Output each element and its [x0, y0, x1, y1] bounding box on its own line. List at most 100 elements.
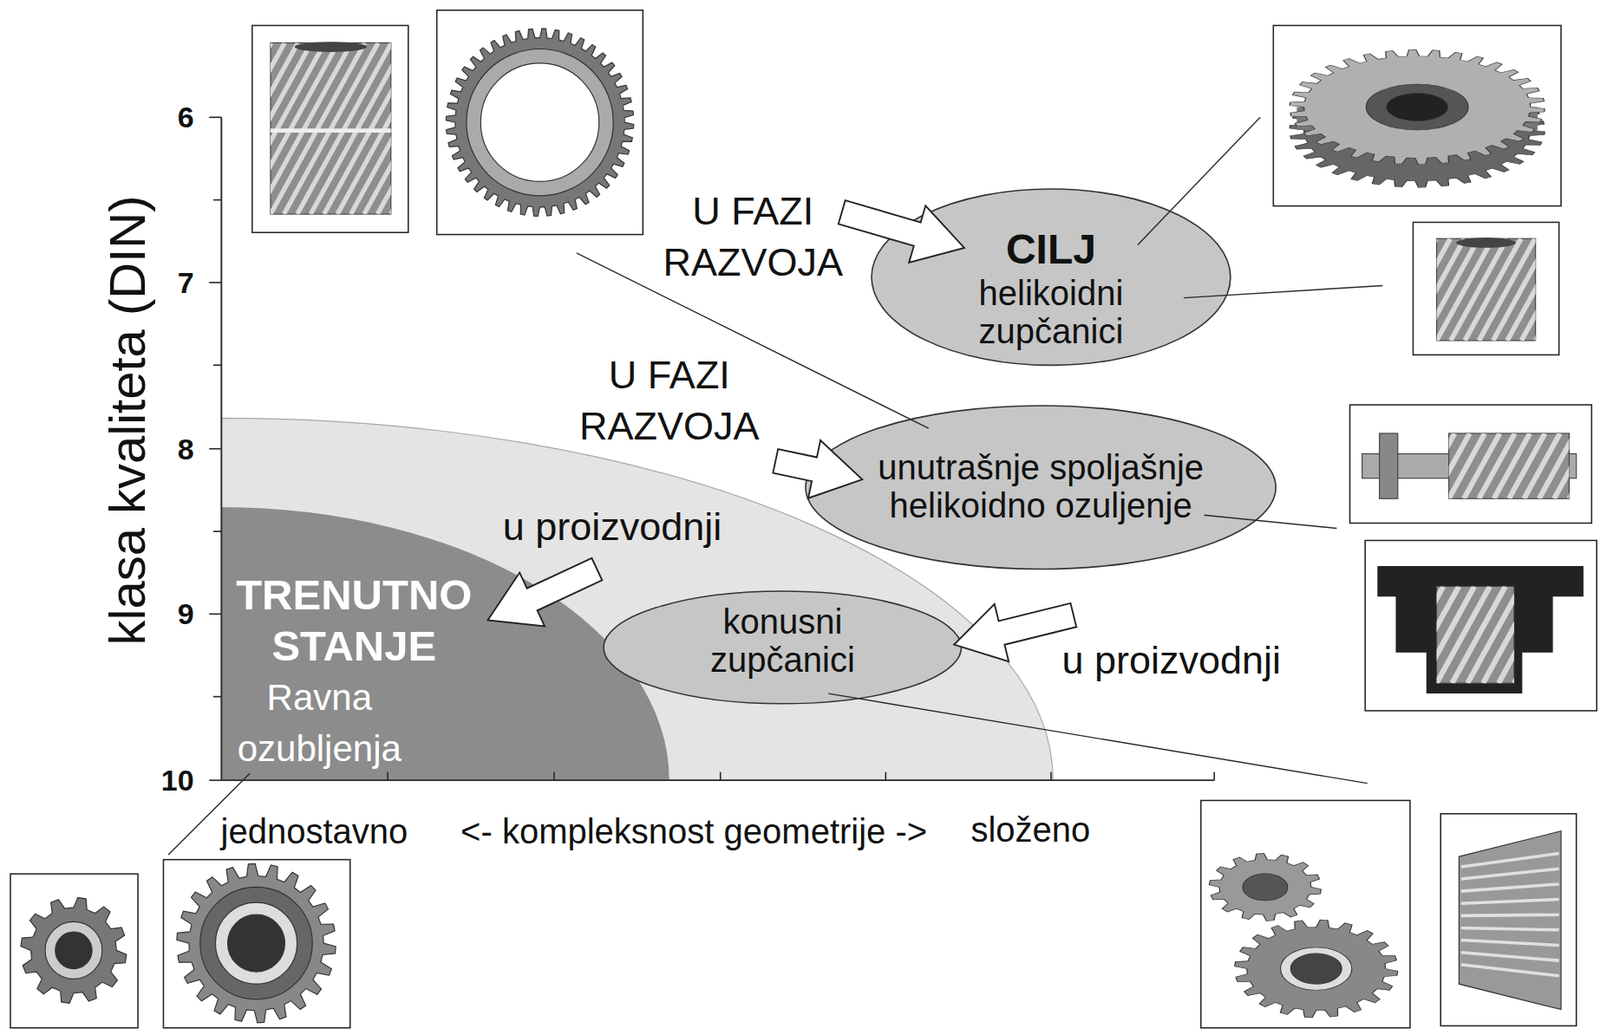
gear-teeth: [20, 897, 127, 1004]
helical-teeth: [1449, 433, 1570, 499]
ellipse-outline: [603, 591, 962, 705]
node-text: helikoidni zupčanici: [964, 274, 1138, 351]
helical-gear: [1289, 49, 1545, 188]
axis-tick: [213, 696, 222, 699]
axis-label: složeno: [970, 809, 1091, 851]
tooth-line: [1539, 433, 1570, 499]
axis-tick: [208, 448, 222, 451]
spur-pinion: [20, 897, 127, 1004]
label-box: 10: [161, 763, 195, 799]
gear-hub: [1242, 874, 1288, 902]
gear-body: [1458, 831, 1561, 1011]
tooth-line: [1461, 953, 1560, 961]
bevel-gear: [1208, 854, 1321, 922]
gear-hub: [1290, 953, 1342, 985]
tooth-line: [1436, 586, 1490, 684]
tooth-line: [1461, 965, 1560, 977]
gear-photos: [20, 28, 1600, 1024]
helical-teeth: [270, 42, 392, 215]
photo-frame: [10, 874, 138, 1029]
tooth-line: [1521, 238, 1535, 341]
tooth-line: [1461, 854, 1560, 868]
label-box: u proizvodnji: [502, 503, 723, 551]
helical-teeth: [1436, 586, 1515, 684]
tooth-line: [1461, 940, 1560, 947]
gear-hub: [200, 887, 313, 1000]
block-arrow: [487, 558, 602, 627]
leader-line: [1137, 117, 1261, 245]
gear-hub: [1280, 947, 1352, 991]
groove: [270, 128, 392, 133]
node-title: unutrašnje spoljašnje helikoidno ozuljen…: [845, 448, 1236, 525]
photo-frame: [163, 860, 350, 1029]
label-box: 6: [177, 99, 195, 136]
photo-frame: [1350, 404, 1593, 523]
leader-line: [828, 693, 1367, 784]
gear-teeth: [1208, 854, 1321, 922]
tooth-line: [1461, 868, 1560, 880]
internal-gear-cutaway: [1358, 566, 1600, 694]
text-group: TRENUTNO STANJERavna ozubljenja: [215, 569, 493, 775]
arrow-label: u proizvodnji: [502, 503, 723, 551]
gear-bore: [1456, 237, 1516, 249]
bevel-gear-side: [1458, 831, 1561, 1011]
gear-bore: [294, 41, 367, 53]
tooth-line: [1461, 927, 1560, 930]
label-box: složeno: [970, 809, 1091, 851]
gear-hub: [55, 932, 92, 969]
label-box: U FAZI RAZVOJA: [640, 185, 866, 288]
arrow-label: U FAZI RAZVOJA: [640, 185, 866, 288]
y-axis: [220, 117, 223, 781]
text-group: unutrašnje spoljašnje helikoidno ozuljen…: [845, 448, 1236, 525]
label-box: <- kompleksnost geometrije ->: [460, 810, 928, 853]
axis-tick: [208, 281, 222, 284]
overlay-graphics: [168, 117, 1383, 856]
gear-hub: [215, 902, 297, 985]
tooth-line: [1498, 586, 1515, 684]
gear-teeth: [445, 28, 634, 216]
tooth-line: [1461, 900, 1560, 905]
development-ellipse: unutrašnje spoljašnje helikoidno ozuljen…: [804, 404, 1277, 570]
photo-frame: [1201, 800, 1411, 1028]
axis-tick: [1050, 772, 1052, 781]
gear-hub: [466, 48, 614, 196]
tooth-line: [1478, 238, 1535, 341]
gear-teeth: [176, 863, 336, 1024]
ellipse-outline: [871, 189, 1231, 366]
leader-lines: [168, 117, 1383, 856]
axis-tick: [1213, 772, 1215, 781]
axis-title: klasa kvaliteta (DIN): [97, 195, 158, 646]
node-title: TRENUTNO STANJE: [215, 569, 493, 673]
axis-tick-label: 6: [177, 99, 195, 136]
tooth-line: [1436, 238, 1494, 341]
tooth-line: [1554, 433, 1569, 499]
axis-tick-label: 9: [177, 596, 195, 633]
axis-tick: [213, 530, 222, 533]
photo-frame: [1364, 540, 1597, 711]
axis-tick: [213, 199, 222, 202]
helical-teeth: [1436, 238, 1536, 341]
axis-tick: [885, 772, 888, 781]
leader-line: [1203, 515, 1337, 529]
label-box: U FAZI RAZVOJA: [556, 349, 783, 452]
gear-teeth: [1289, 49, 1545, 164]
axis-tick: [553, 772, 556, 781]
leader-line: [1183, 285, 1383, 298]
text-group: konusni zupčanici: [695, 602, 869, 680]
flange: [1379, 433, 1398, 499]
axis-tick: [719, 772, 722, 781]
label-box: 7: [177, 264, 195, 301]
gear-hub: [45, 921, 103, 980]
photo-frame: [1273, 25, 1561, 206]
photo-frames: [10, 10, 1597, 1029]
axis-tick: [386, 772, 389, 781]
arrow-label: U FAZI RAZVOJA: [556, 349, 783, 452]
housing: [1377, 566, 1584, 694]
axis-tick: [208, 116, 222, 118]
block-arrow: [953, 603, 1077, 662]
production-ellipse: konusni zupčanici: [602, 590, 963, 706]
gear-hub: [480, 63, 599, 182]
